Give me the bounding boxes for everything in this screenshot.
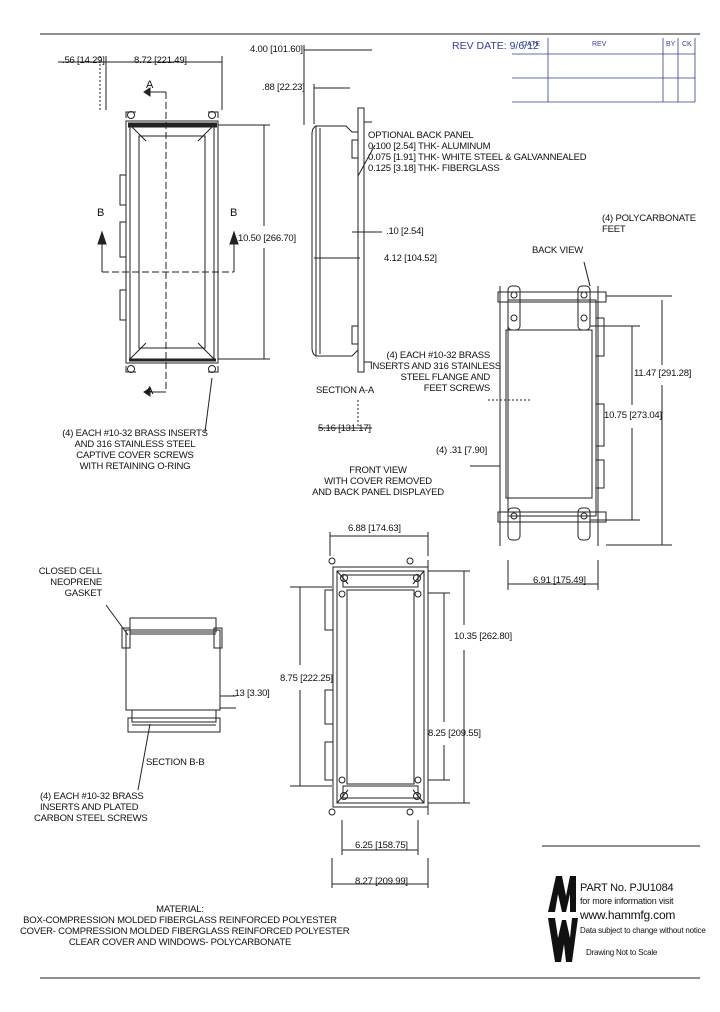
note-carbon-screws-3: CARBON STEEL SCREWS xyxy=(34,813,148,824)
note-flange-screws-1: (4) EACH #10-32 BRASS xyxy=(386,350,490,361)
section-letter-a-bottom: A xyxy=(146,385,154,397)
more-info-text: for more information visit xyxy=(580,896,674,906)
revision-col-rev: REV xyxy=(592,41,607,48)
section-letter-b-left: B xyxy=(97,207,105,219)
revision-date: REV DATE: 9/6/12 xyxy=(452,40,539,52)
dim-875: 8.75 [222.25] xyxy=(280,673,333,684)
section-letter-b-right: B xyxy=(230,207,238,219)
section-bb-view xyxy=(121,617,223,733)
front-view-enclosure xyxy=(324,557,429,816)
top-view-enclosure xyxy=(119,111,219,373)
label-section-bb: SECTION B-B xyxy=(146,757,205,768)
note-polycarbonate-feet-2: FEET xyxy=(602,224,626,235)
dim-013: .13 [3.30] xyxy=(232,688,270,699)
note-optional-back-panel-3: 0.075 [1.91] THK- WHITE STEEL & GALVANNE… xyxy=(368,152,587,163)
dim-1147: 11.47 [291.28] xyxy=(634,368,692,379)
dim-1035: 10.35 [262.80] xyxy=(454,631,512,642)
dim-827: 8.27 [209.99] xyxy=(355,876,408,887)
note-carbon-screws-2: INSERTS AND PLATED xyxy=(40,802,139,813)
dim-1075: 10.75 [273.04] xyxy=(604,410,662,421)
dim-010: .10 [2.54] xyxy=(386,226,424,237)
note-polycarbonate-feet-1: (4) POLYCARBONATE xyxy=(602,213,696,224)
note-optional-back-panel-1: OPTIONAL BACK PANEL xyxy=(368,130,474,141)
note-cover-screws-4: WITH RETAINING O-RING xyxy=(79,461,191,472)
revision-col-by: BY xyxy=(666,41,676,48)
section-letter-a-top: A xyxy=(146,79,154,91)
dim-625: 6.25 [158.75] xyxy=(355,840,408,851)
note-gasket-3: GASKET xyxy=(64,588,103,599)
revision-col-ck: CK xyxy=(682,41,692,48)
dim-688: 6.88 [174.63] xyxy=(348,523,401,534)
back-view-enclosure xyxy=(497,285,607,546)
dim-825: 8.25 [209.55] xyxy=(428,728,481,739)
logo-mark xyxy=(548,876,578,962)
dim-031: (4) .31 [7.90] xyxy=(436,445,488,456)
dim-412: 4.12 [104.52] xyxy=(384,253,437,264)
note-flange-screws-3: STEEL FLANGE AND xyxy=(400,372,491,383)
scale-note: Drawing Not to Scale xyxy=(586,948,658,957)
material-cover: COVER- COMPRESSION MOLDED FIBERGLASS REI… xyxy=(20,926,350,937)
note-flange-screws-4: FEET SCREWS xyxy=(423,383,490,394)
note-cover-screws-3: CAPTIVE COVER SCREWS xyxy=(76,450,194,461)
note-optional-back-panel-2: 0.100 [2.54] THK- ALUMINUM xyxy=(368,141,491,152)
dim-056: .56 [14.29] xyxy=(62,55,105,66)
label-back-view: BACK VIEW xyxy=(532,245,583,256)
material-title: MATERIAL: xyxy=(156,904,204,915)
revision-table xyxy=(512,38,696,103)
dim-400: 4.00 [101.60] xyxy=(250,44,303,55)
dim-872: 8.72 [221.49] xyxy=(134,55,187,66)
website-link[interactable]: www.hammfg.com xyxy=(580,908,676,922)
label-front-view-2: WITH COVER REMOVED xyxy=(324,476,432,487)
label-front-view-1: FRONT VIEW xyxy=(349,465,407,476)
material-box: BOX-COMPRESSION MOLDED FIBERGLASS REINFO… xyxy=(23,915,337,926)
note-carbon-screws-1: (4) EACH #10-32 BRASS xyxy=(40,791,144,802)
section-aa-view xyxy=(311,107,372,373)
change-notice: Data subject to change without notice xyxy=(580,926,706,935)
note-cover-screws-1: (4) EACH #10-32 BRASS INSERTS xyxy=(62,428,208,439)
dim-088: .88 [22.23] xyxy=(262,82,305,93)
dim-1050: 10.50 [266.70] xyxy=(238,233,296,244)
note-flange-screws-2: INSERTS AND 316 STAINLESS xyxy=(370,361,501,372)
label-section-aa: SECTION A-A xyxy=(316,385,374,396)
dim-516: 5.16 [131.17] xyxy=(318,423,371,434)
note-gasket-1: CLOSED CELL xyxy=(38,566,102,577)
note-optional-back-panel-4: 0.125 [3.18] THK- FIBERGLASS xyxy=(368,163,500,174)
dim-691: 6.91 [175.49] xyxy=(533,575,586,586)
revision-col-date: DATE xyxy=(522,41,541,48)
material-clear: CLEAR COVER AND WINDOWS- POLYCARBONATE xyxy=(68,937,292,948)
note-gasket-2: NEOPRENE xyxy=(50,577,102,588)
label-front-view-3: AND BACK PANEL DISPLAYED xyxy=(312,487,444,498)
note-cover-screws-2: AND 316 STAINLESS STEEL xyxy=(74,439,196,450)
part-number: PART No. PJU1084 xyxy=(580,882,674,894)
